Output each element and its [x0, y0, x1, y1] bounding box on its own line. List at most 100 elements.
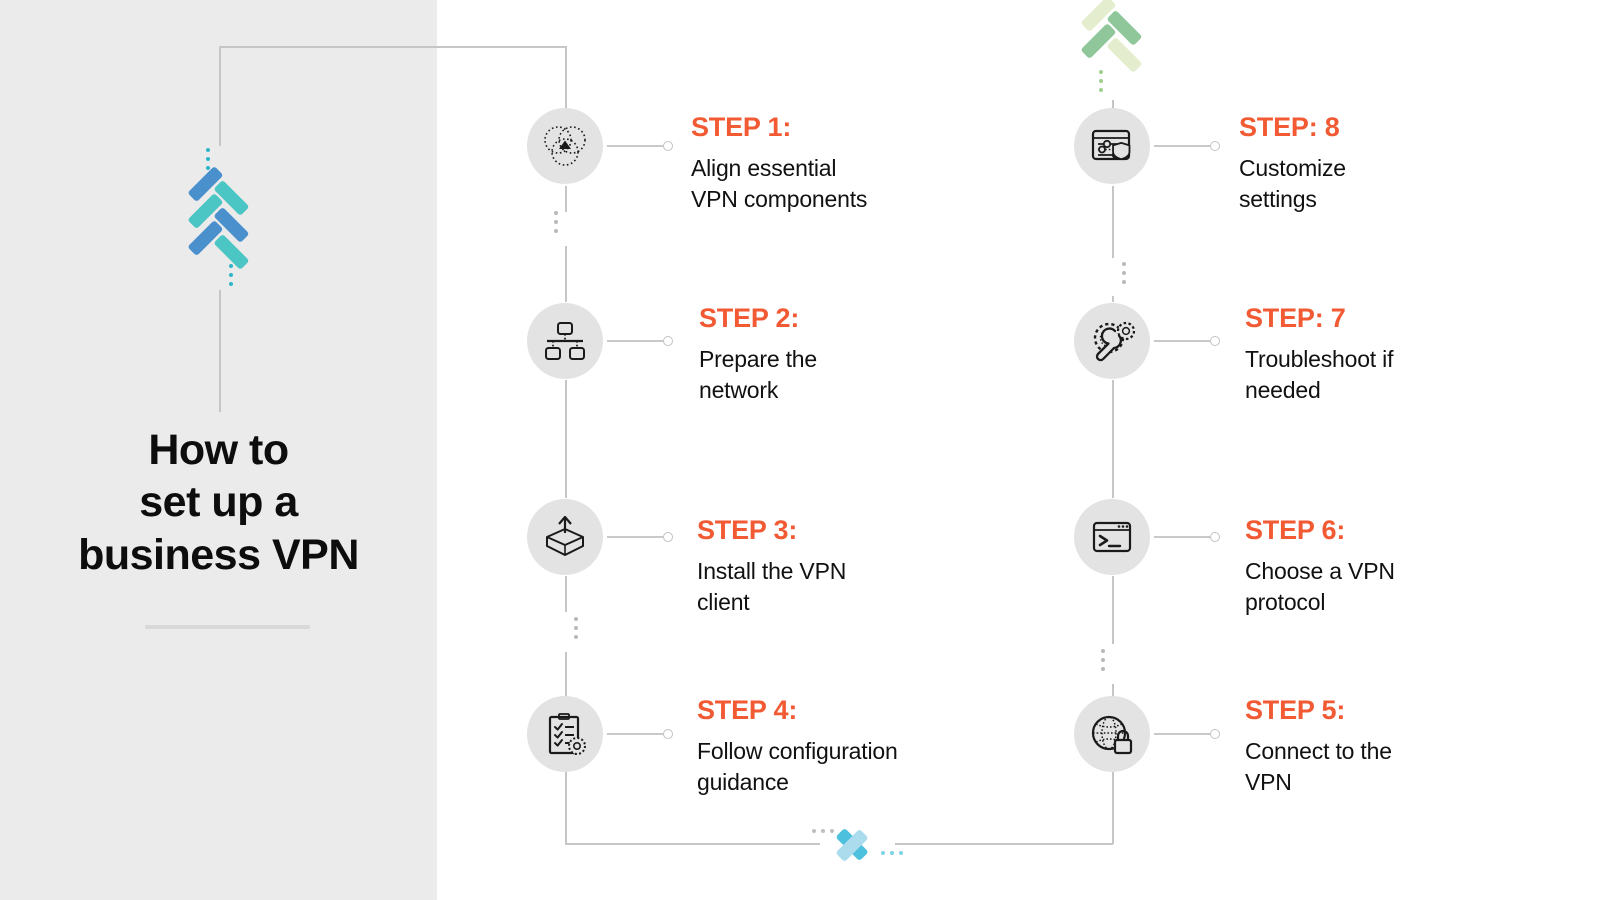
step-8-endpoint [1210, 141, 1220, 151]
venn-diagram-icon [544, 126, 586, 166]
step-3-heading: STEP 3: [697, 515, 798, 545]
step-2-text: STEP 2: Prepare the network [699, 303, 817, 407]
step-4-endpoint [663, 729, 673, 739]
step-5-body-line-1: Connect to the [1245, 737, 1392, 764]
step-3-icon-node[interactable] [527, 499, 603, 575]
step-4-stub [607, 733, 663, 735]
step-8-icon-node[interactable] [1074, 108, 1150, 184]
step-7-icon-node[interactable] [1074, 303, 1150, 379]
step-2-icon-node[interactable] [527, 303, 603, 379]
title-line-3: business VPN [78, 530, 359, 579]
step-1-body: Align essential VPN components [691, 153, 867, 216]
step-6-endpoint [1210, 532, 1220, 542]
bottom-dots-right [881, 851, 903, 855]
connector-bottom-right [895, 843, 1113, 845]
chevron-right-icon [835, 820, 884, 866]
left-panel [0, 0, 437, 900]
step-6-stub [1154, 536, 1210, 538]
step-8-body-line-1: Customize [1239, 154, 1346, 181]
col2-dots-1 [1122, 262, 1126, 284]
connector-col2-bottom-up [1112, 772, 1114, 844]
step-5-icon-node[interactable] [1074, 696, 1150, 772]
step-7-body-line-1: Troubleshoot if [1245, 345, 1394, 372]
step-1-body-line-2: VPN components [691, 186, 868, 213]
step-4-body-line-2: guidance [697, 769, 789, 796]
step-8-body: Customize settings [1239, 153, 1346, 216]
step-6-text: STEP 6: Choose a VPN protocol [1245, 515, 1395, 619]
step-8-text: STEP: 8 Customize settings [1239, 112, 1346, 216]
connector-col2-8-7a [1112, 186, 1114, 258]
step-4-body-line-1: Follow configuration [697, 737, 898, 764]
connector-col1-4-bottom [565, 772, 567, 844]
step-7-body-line-2: needed [1245, 377, 1321, 404]
step-3-body-line-1: Install the VPN [697, 557, 847, 584]
step-7-text: STEP: 7 Troubleshoot if needed [1245, 303, 1393, 407]
connector-col1-top [565, 46, 567, 138]
step-6-heading: STEP 6: [1245, 515, 1346, 545]
logo-dots-top [206, 148, 210, 170]
step-4-body: Follow configuration guidance [697, 736, 898, 799]
step-1-stub [607, 145, 663, 147]
open-box-upload-icon [546, 515, 584, 556]
clipboard-checklist-gear-icon [548, 713, 586, 755]
connector-logo-top [219, 46, 221, 146]
page-title: How to set up a business VPN [0, 424, 437, 581]
triple-chevron-up-icon [187, 166, 251, 270]
step-4-heading: STEP 4: [697, 695, 798, 725]
step-2-endpoint [663, 336, 673, 346]
step-5-endpoint [1210, 729, 1220, 739]
step-5-heading: STEP 5: [1245, 695, 1346, 725]
step-2-body: Prepare the network [699, 344, 817, 407]
network-topology-icon [545, 322, 585, 360]
step-6-body-line-2: protocol [1245, 589, 1326, 616]
step-7-heading: STEP: 7 [1245, 303, 1346, 333]
step-3-stub [607, 536, 663, 538]
wrench-gears-icon [1093, 321, 1136, 362]
connector-col2-8-7b [1112, 296, 1114, 302]
col2-dots-2 [1101, 649, 1105, 671]
step-8-stub [1154, 145, 1210, 147]
step-7-body: Troubleshoot if needed [1245, 344, 1393, 407]
connector-col1-3-4b [565, 652, 567, 696]
step-3-body: Install the VPN client [697, 556, 846, 619]
step-5-body-line-2: VPN [1245, 769, 1292, 796]
title-line-1: How to [148, 426, 289, 474]
step-1-heading: STEP 1: [691, 112, 792, 142]
step-3-endpoint [663, 532, 673, 542]
step-2-body-line-1: Prepare the [699, 345, 817, 372]
step-8-heading: STEP: 8 [1239, 112, 1340, 142]
step-5-body: Connect to the VPN [1245, 736, 1392, 799]
step-2-body-line-2: network [699, 377, 779, 404]
terminal-window-icon [1092, 521, 1132, 553]
col1-dots-2 [574, 617, 578, 639]
col1-dots-1 [554, 211, 558, 233]
step-7-stub [1154, 340, 1210, 342]
step-6-body-line-1: Choose a VPN [1245, 557, 1395, 584]
step-3-body-line-2: client [697, 589, 750, 616]
step-6-icon-node[interactable] [1074, 499, 1150, 575]
title-underline-rule [145, 625, 310, 629]
settings-sliders-shield-icon [1091, 129, 1131, 161]
connector-col2-6-5b [1112, 684, 1114, 696]
connector-col2-6-5a [1112, 576, 1114, 644]
step-3-text: STEP 3: Install the VPN client [697, 515, 846, 619]
connector-col1-2a [565, 246, 567, 302]
top-chevron-dots [1099, 70, 1103, 92]
step-1-text: STEP 1: Align essential VPN components [691, 112, 867, 216]
step-5-text: STEP 5: Connect to the VPN [1245, 695, 1392, 799]
step-8-body-line-2: settings [1239, 186, 1317, 213]
connector-col1-2-3 [565, 380, 567, 498]
step-4-icon-node[interactable] [527, 696, 603, 772]
step-1-body-line-1: Align essential [691, 154, 837, 181]
step-5-stub [1154, 733, 1210, 735]
connector-top-horizontal [219, 46, 567, 48]
double-chevron-up-icon [1080, 0, 1144, 73]
connector-col1-1-2 [565, 186, 567, 212]
connector-col2-7-6 [1112, 380, 1114, 498]
step-2-stub [607, 340, 663, 342]
step-1-endpoint [663, 141, 673, 151]
step-7-endpoint [1210, 336, 1220, 346]
step-1-icon-node[interactable] [527, 108, 603, 184]
connector-logo-bottom [219, 290, 221, 412]
